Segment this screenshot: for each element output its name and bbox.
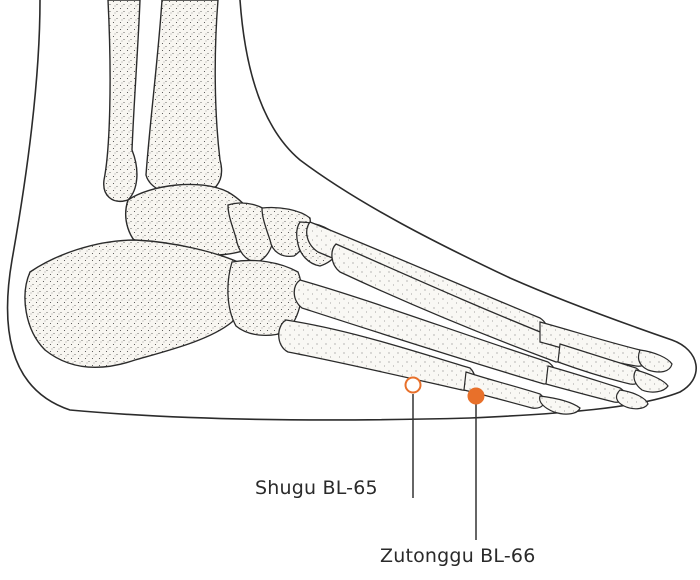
calcaneus-bone xyxy=(24,239,246,369)
phalanges xyxy=(463,321,673,415)
zutonggu-label: Zutonggu BL-66 xyxy=(380,545,536,567)
metatarsal-bone-5 xyxy=(278,319,476,391)
tibia-bone xyxy=(145,0,223,197)
shugu-point-marker xyxy=(404,376,422,394)
skin-outline xyxy=(6,0,697,421)
zutonggu-point-marker xyxy=(467,387,485,405)
fibula-bone xyxy=(103,0,141,202)
shugu-label: Shugu BL-65 xyxy=(255,477,378,499)
metatarsal-bone-3 xyxy=(293,279,556,385)
metatarsal-bone-2 xyxy=(331,243,568,363)
